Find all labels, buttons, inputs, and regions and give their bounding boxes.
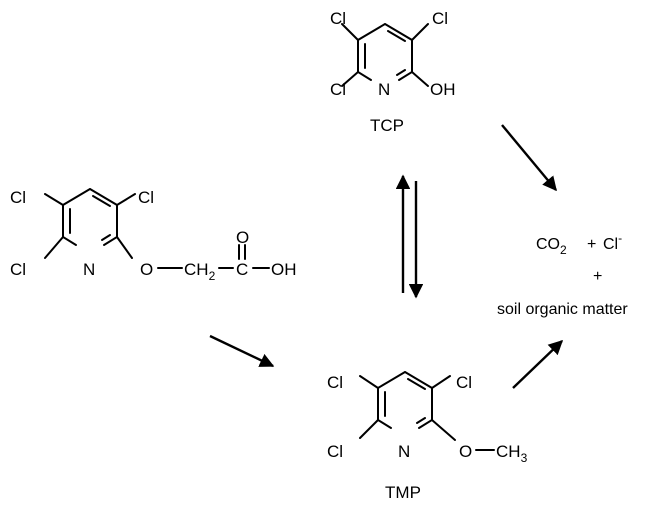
- triclopyr-side-chain-bonds: [157, 244, 270, 269]
- triclopyr-cl-top-left: Cl: [10, 188, 26, 207]
- tcp-ring-inner-bonds: [364, 30, 406, 76]
- arrow-tmp-to-products: [512, 340, 564, 389]
- triclopyr-ring: [62, 188, 118, 246]
- triclopyr-n: N: [83, 260, 95, 279]
- tmp-ring: [377, 371, 433, 429]
- arrow-tcp-to-products: [501, 124, 557, 192]
- tcp-n: N: [378, 80, 390, 99]
- tmp-cl-top-right: Cl: [456, 373, 472, 392]
- tmp-n: N: [398, 442, 410, 461]
- tmp-ring-inner-bonds: [384, 378, 426, 424]
- tmp-cl-top-left: Cl: [327, 373, 343, 392]
- tmp-ch3: CH3: [496, 442, 528, 465]
- tcp-molecule: Cl Cl Cl N OH TCP: [330, 9, 456, 135]
- tmp-substituent-bonds: [359, 375, 495, 451]
- arrow-triclopyr-to-tmp: [209, 334, 275, 368]
- products: CO2 + Cl- + soil organic matter: [497, 231, 628, 318]
- triclopyr-o-ether: O: [140, 260, 153, 279]
- tcp-substituent-bonds: [341, 23, 429, 87]
- product-chloride: Cl-: [603, 231, 622, 253]
- triclopyr-c-carbonyl: C: [236, 260, 248, 279]
- tcp-cl-top-left: Cl: [330, 9, 346, 28]
- tcp-cl-bottom-left: Cl: [330, 80, 346, 99]
- triclopyr-cl-top-right: Cl: [138, 188, 154, 207]
- triclopyr-ring-inner-bonds: [69, 195, 111, 241]
- tcp-ring: [357, 23, 413, 81]
- product-soil-organic-matter: soil organic matter: [497, 301, 628, 318]
- triclopyr-oh: OH: [271, 260, 297, 279]
- tmp-cl-bottom-left: Cl: [327, 442, 343, 461]
- product-co2: CO2: [536, 236, 567, 257]
- tcp-oh: OH: [430, 80, 456, 99]
- product-plus-2: +: [593, 268, 602, 285]
- triclopyr-o-carbonyl: O: [236, 228, 249, 247]
- product-plus-1: +: [587, 236, 596, 253]
- triclopyr-ch2: CH2: [184, 260, 216, 283]
- triclopyr-substituent-bonds: [44, 193, 136, 259]
- triclopyr-molecule: Cl Cl Cl N O CH2 C O OH: [10, 188, 297, 283]
- tmp-name-label: TMP: [385, 483, 421, 502]
- tmp-molecule: Cl Cl Cl N O CH3 TMP: [327, 371, 528, 502]
- tcp-name-label: TCP: [370, 116, 404, 135]
- tcp-cl-top-right: Cl: [432, 9, 448, 28]
- tmp-o-methoxy: O: [459, 442, 472, 461]
- reaction-arrows: [209, 124, 564, 389]
- triclopyr-cl-bottom-left: Cl: [10, 260, 26, 279]
